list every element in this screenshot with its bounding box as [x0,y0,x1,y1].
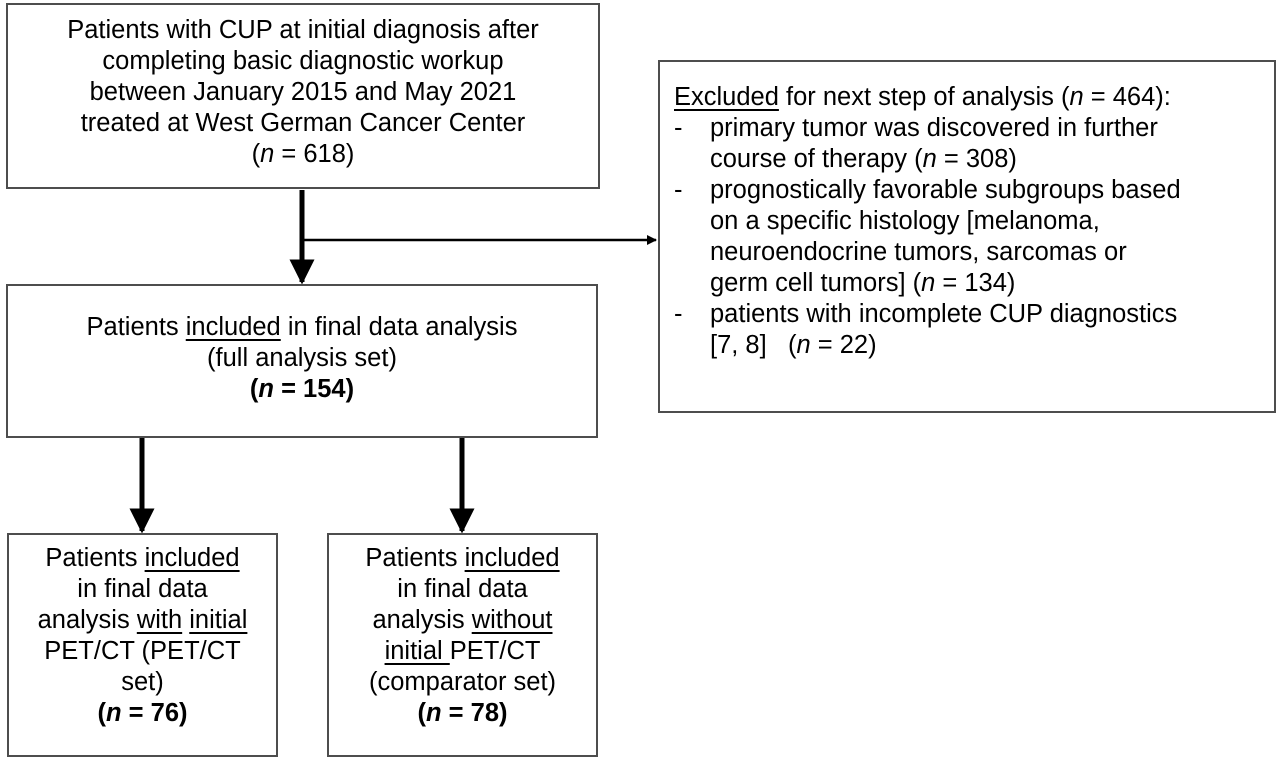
pet-ct-set-box: Patients included in final data analysis… [7,533,278,757]
excluded-item-primary-tumor: - primary tumor was discovered in furthe… [674,114,1158,173]
initial-line-2: completing basic diagnostic workup [102,47,504,75]
excluded-item-incomplete-diagnostics: - patients with incomplete CUP diagnosti… [674,300,1178,359]
final-count: (n = 154) [249,375,355,403]
comp-line-5: (comparator set) [368,668,557,696]
initial-line-4: treated at West German Cancer Center [80,109,526,137]
comp-count: (n = 78) [417,699,508,727]
initial-diagnosis-box: Patients with CUP at initial diagnosis a… [6,3,600,189]
excluded-header: Excluded for next step of analysis (n = … [674,83,1171,111]
excluded-box: Excluded for next step of analysis (n = … [658,60,1276,413]
initial-line-1: Patients with CUP at initial diagnosis a… [67,16,539,44]
initial-count: (n = 618) [251,140,355,168]
pet-line-5: set) [121,668,164,696]
comparator-set-box: Patients included in final data analysis… [327,533,598,757]
pet-line-2: in final data [77,575,208,603]
comp-line-4: initial PET/CT [384,637,541,665]
pet-line-4: PET/CT (PET/CT [44,637,241,665]
pet-line-3: analysis with initial [37,606,248,634]
pet-count: (n = 76) [97,699,188,727]
comp-line-1: Patients included [365,544,560,572]
comp-line-3: analysis without [372,606,553,634]
final-line-2: (full analysis set) [207,344,397,372]
initial-line-3: between January 2015 and May 2021 [89,78,517,106]
final-line-1: Patients included in final data analysis [86,313,518,341]
excluded-item-favorable-subgroups: - prognostically favorable subgroups bas… [674,176,1181,297]
comp-line-2: in final data [397,575,528,603]
final-analysis-box: Patients included in final data analysis… [6,284,598,438]
pet-line-1: Patients included [45,544,240,572]
